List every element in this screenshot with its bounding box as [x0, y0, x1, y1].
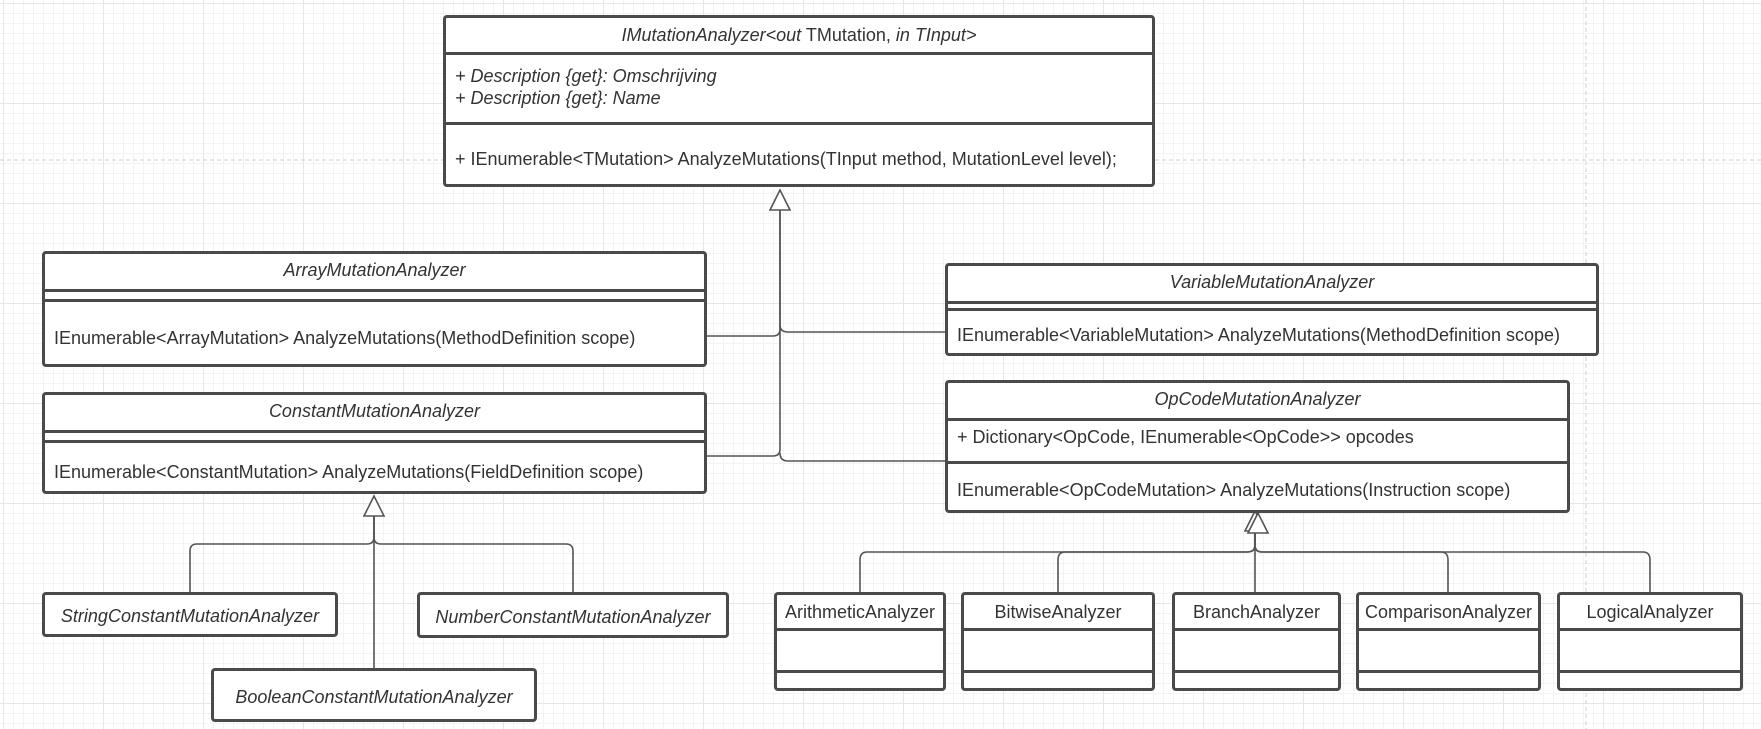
edge-opcode-to-interface [779, 452, 945, 462]
class-arithmeticanalyzer[interactable]: ArithmeticAnalyzer [774, 592, 946, 691]
method-analyzemutations: + IEnumerable<TMutation> AnalyzeMutation… [455, 149, 1117, 169]
class-bitwiseanalyzer[interactable]: BitwiseAnalyzer [961, 592, 1155, 691]
class-title: OpCodeMutationAnalyzer [1154, 389, 1361, 409]
class-stringconstantmutationanalyzer[interactable]: StringConstantMutationAnalyzer [42, 592, 338, 637]
class-title: ComparisonAnalyzer [1364, 602, 1533, 622]
class-title: ConstantMutationAnalyzer [268, 401, 481, 421]
edge-bitwise-to-opcode [1057, 531, 1256, 592]
class-title: BitwiseAnalyzer [994, 602, 1122, 622]
class-title: BooleanConstantMutationAnalyzer [235, 687, 513, 707]
interface-imutationanalyzer[interactable]: IMutationAnalyzer<out TMutation, in TInp… [443, 15, 1155, 187]
class-opcodemutationanalyzer[interactable]: OpCodeMutationAnalyzer + Dictionary<OpCo… [945, 380, 1570, 513]
edge-constant-to-interface [707, 210, 781, 457]
class-arraymutationanalyzer[interactable]: ArrayMutationAnalyzer IEnumerable<ArrayM… [42, 251, 707, 367]
property-description-name: + Description {get}: Name [455, 88, 661, 108]
triangle-arrow-constant [362, 494, 386, 517]
edge-number-to-constant [373, 516, 574, 592]
class-title: StringConstantMutationAnalyzer [60, 606, 320, 626]
class-title: VariableMutationAnalyzer [1169, 272, 1375, 292]
edge-string-to-constant [189, 516, 375, 592]
class-booleanconstantmutationanalyzer[interactable]: BooleanConstantMutationAnalyzer [211, 668, 537, 722]
class-title: ArrayMutationAnalyzer [283, 260, 466, 280]
triangle-arrow-opcode-overlap [1246, 511, 1270, 534]
method-analyzemutations: IEnumerable<ArrayMutation> AnalyzeMutati… [54, 328, 636, 348]
field-opcodes: + Dictionary<OpCode, IEnumerable<OpCode>… [957, 427, 1414, 447]
class-title: ArithmeticAnalyzer [784, 602, 936, 622]
class-numberconstantmutationanalyzer[interactable]: NumberConstantMutationAnalyzer [417, 592, 729, 638]
class-logicalanalyzer[interactable]: LogicalAnalyzer [1557, 592, 1743, 691]
edge-logical-to-opcode [1254, 531, 1651, 592]
class-title: NumberConstantMutationAnalyzer [435, 607, 711, 627]
edge-array-to-interface [707, 210, 781, 337]
property-description-omschrijving: + Description {get}: Omschrijving [455, 66, 717, 86]
class-title: LogicalAnalyzer [1586, 602, 1714, 622]
class-comparisonanalyzer[interactable]: ComparisonAnalyzer [1356, 592, 1541, 691]
class-branchanalyzer[interactable]: BranchAnalyzer [1172, 592, 1341, 691]
class-title: BranchAnalyzer [1192, 602, 1321, 622]
class-constantmutationanalyzer[interactable]: ConstantMutationAnalyzer IEnumerable<Con… [42, 392, 707, 494]
interface-title: IMutationAnalyzer<out TMutation, in TInp… [621, 25, 977, 45]
edge-comparison-to-opcode [1254, 531, 1449, 592]
class-variablemutationanalyzer[interactable]: VariableMutationAnalyzer IEnumerable<Var… [945, 263, 1599, 356]
edge-variable-to-interface [779, 324, 945, 333]
method-analyzemutations: IEnumerable<OpCodeMutation> AnalyzeMutat… [957, 480, 1511, 500]
method-analyzemutations: IEnumerable<ConstantMutation> AnalyzeMut… [54, 462, 644, 482]
method-analyzemutations: IEnumerable<VariableMutation> AnalyzeMut… [957, 325, 1561, 345]
triangle-arrow-interface [768, 188, 792, 211]
